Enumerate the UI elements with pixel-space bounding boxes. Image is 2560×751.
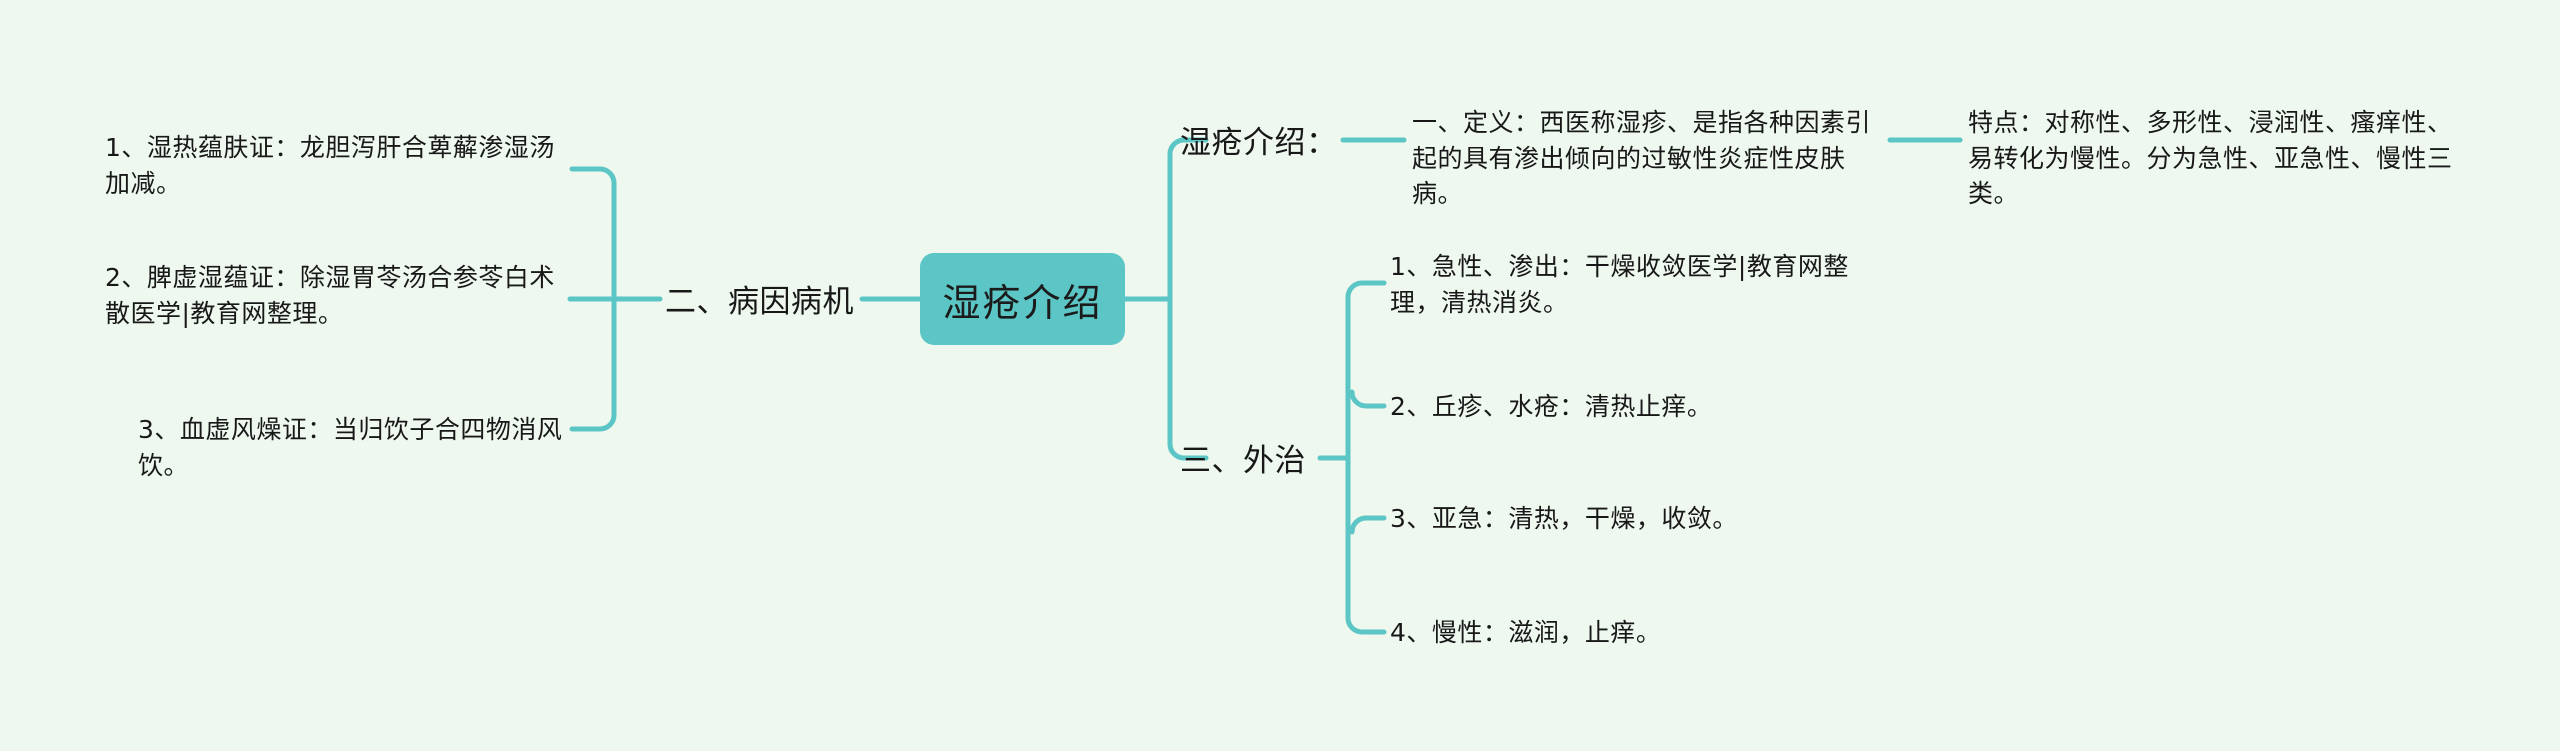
wire-right-bracket [1167,137,1209,461]
wire-left-bracket [585,166,617,432]
wire-waizhi-item-2 [1349,389,1387,409]
leaf-node-features[interactable]: 特点：对称性、多形性、浸润性、瘙痒性、易转化为慢性。分为急性、亚急性、慢性三类。 [1968,108,2453,208]
wire-waizhi-bracket [1345,280,1387,635]
branch-node-cause-mechanism[interactable]: 二、病因病机 [665,284,854,320]
branch-node-intro[interactable]: 湿疮介绍： [1180,125,1338,161]
leaf-node-acute-exudation[interactable]: 1、急性、渗出：干燥收敛医学|教育网整理，清热消炎。 [1390,252,1849,317]
leaf-node-subacute[interactable]: 3、亚急：清热，干燥，收敛。 [1390,504,1738,533]
wire-waizhi-item-3 [1349,515,1387,535]
leaf-node-papule-blister[interactable]: 2、丘疹、水疮：清热止痒。 [1390,392,1713,421]
leaf-node-definition[interactable]: 一、定义：西医称湿疹、是指各种因素引起的具有渗出倾向的过敏性炎症性皮肤病。 [1412,108,1872,208]
leaf-node-blood-deficiency[interactable]: 3、血虚风燥证：当归饮子合四物消风饮。 [138,415,563,480]
leaf-node-spleen-deficiency[interactable]: 2、脾虚湿蕴证：除湿胃苓汤合参苓白术散医学|教育网整理。 [105,263,555,328]
branch-node-external-treatment[interactable]: 三、外治 [1180,443,1306,479]
root-node[interactable]: 湿疮介绍 [920,253,1125,345]
leaf-node-damp-heat[interactable]: 1、湿热蕴肤证：龙胆泻肝合萆薢渗湿汤加减。 [105,133,555,198]
leaf-node-chronic[interactable]: 4、慢性：滋润，止痒。 [1390,618,1662,647]
